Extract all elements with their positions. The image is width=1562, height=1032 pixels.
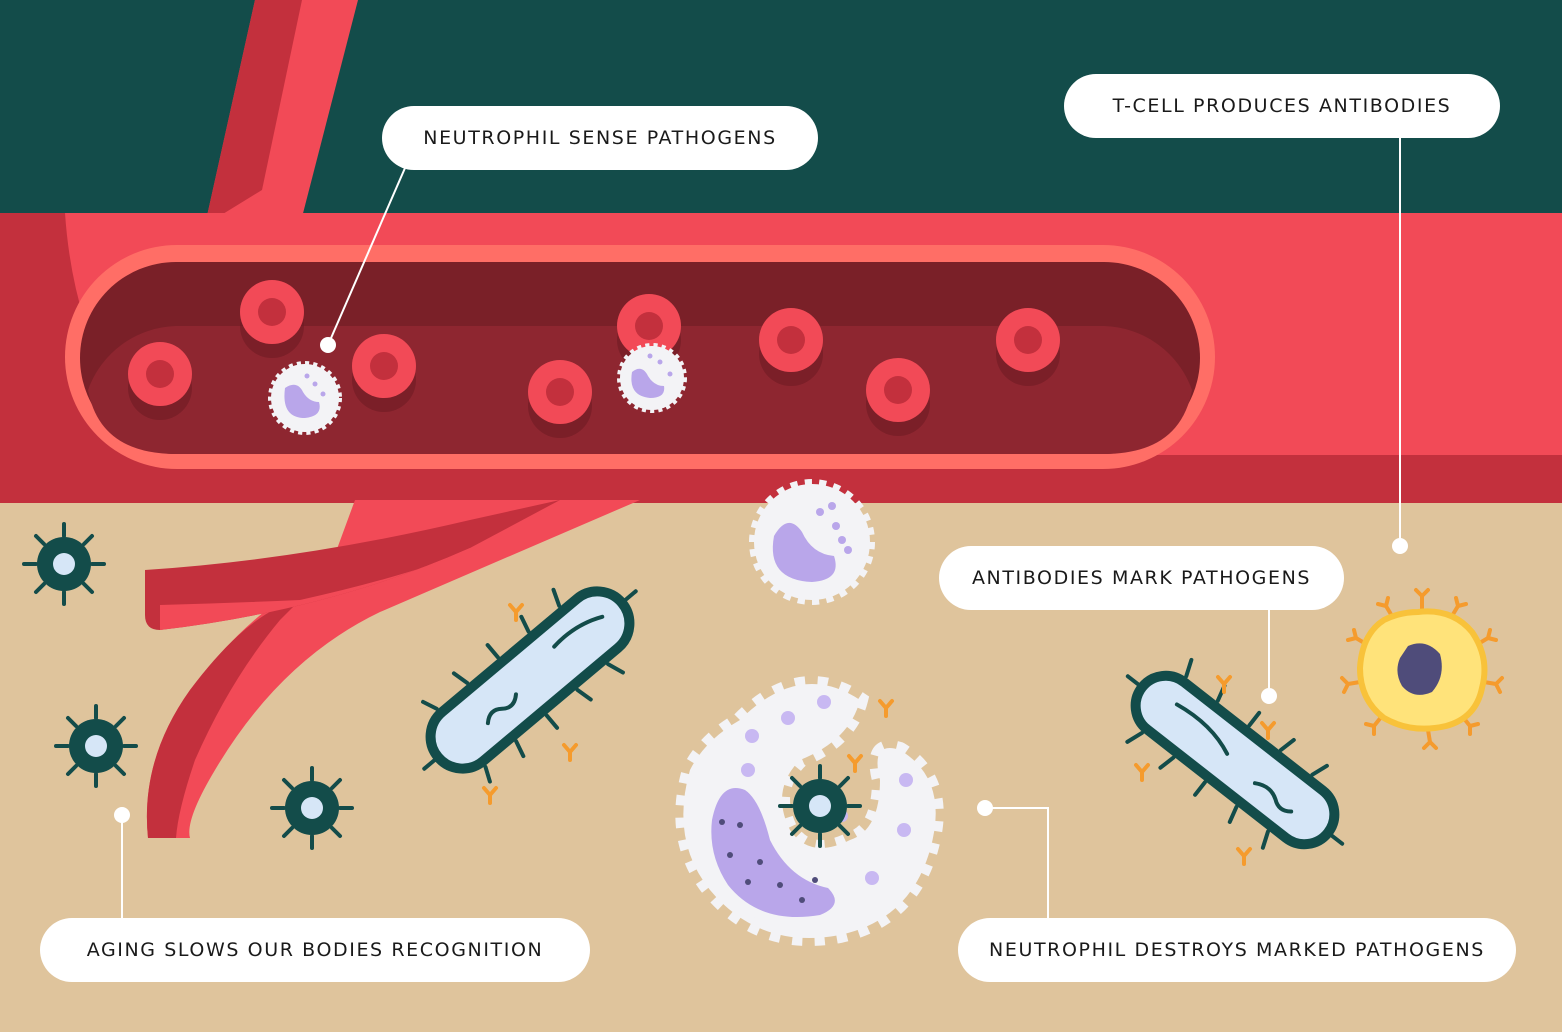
label-antibodies-mark: ANTIBODIES MARK PATHOGENS [939,546,1344,610]
red-blood-cell [866,358,930,436]
label-tcell-produces: T-CELL PRODUCES ANTIBODIES [1064,74,1500,138]
label-tcell-produces-text: T-CELL PRODUCES ANTIBODIES [1112,95,1452,117]
engulfed-virus [778,764,862,848]
neutrophil-small [268,361,342,435]
red-blood-cell [759,308,823,386]
red-blood-cell [128,342,192,420]
label-neutrophil-destroys: NEUTROPHIL DESTROYS MARKED PATHOGENS [958,918,1516,982]
virus [22,522,106,606]
label-neutrophil-sense: NEUTROPHIL SENSE PATHOGENS [382,106,818,170]
virus [54,704,138,788]
virus [270,766,354,850]
upper-branch-vessel [205,0,358,225]
red-blood-cell [352,334,416,412]
label-aging-slows: AGING SLOWS OUR BODIES RECOGNITION [40,918,590,982]
red-blood-cell [528,360,592,438]
lower-branch-vessel [145,500,640,838]
label-aging-slows-text: AGING SLOWS OUR BODIES RECOGNITION [86,939,544,961]
t-cell [1340,588,1504,750]
label-neutrophil-destroys-text: NEUTROPHIL DESTROYS MARKED PATHOGENS [989,939,1485,961]
label-antibodies-mark-text: ANTIBODIES MARK PATHOGENS [971,567,1312,589]
bacterium-marked [1125,657,1345,850]
neutrophil-large [675,676,944,946]
bacterium [421,586,638,784]
leader-lines [121,138,1401,918]
red-blood-cell [240,280,304,358]
neutrophil-medium [749,479,875,605]
leader-dots [114,337,1408,823]
label-neutrophil-sense-text: NEUTROPHIL SENSE PATHOGENS [423,127,777,149]
neutrophil-small [617,343,687,413]
red-blood-cell [996,308,1060,386]
